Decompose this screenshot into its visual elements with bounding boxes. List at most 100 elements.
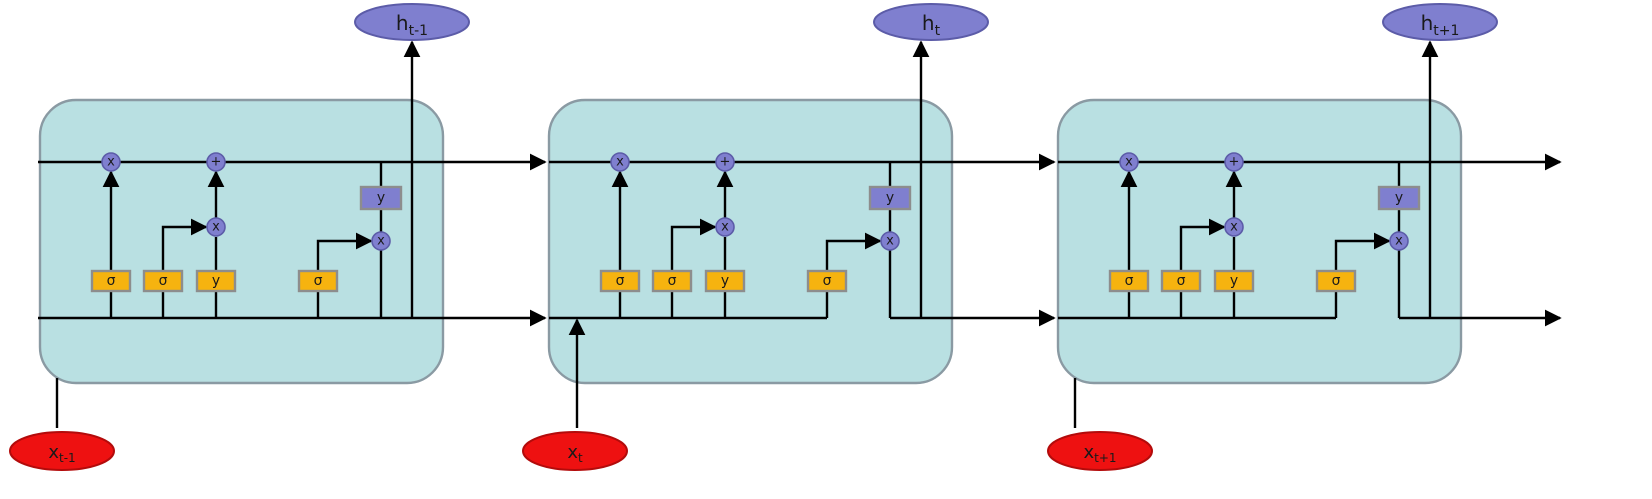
output-sigmoid-1-label: σ xyxy=(314,273,323,289)
output-node-1 xyxy=(354,3,470,41)
input-multiply-2: x xyxy=(715,217,735,237)
output-multiply-1-label: x xyxy=(377,234,385,249)
output-label-3-subscript: t+1 xyxy=(1433,23,1459,39)
input-sigmoid-1-label: σ xyxy=(159,273,168,289)
forget-sigmoid-3-label: σ xyxy=(1125,273,1134,289)
output-sigmoid-2: σ xyxy=(806,269,848,293)
forget-multiply-3-circle xyxy=(1119,152,1139,172)
forget-multiply-2-circle xyxy=(610,152,630,172)
input-gate-path-3 xyxy=(1179,218,1226,271)
output-sigmoid-1-box xyxy=(297,269,339,293)
cell-add-3-circle xyxy=(1224,152,1244,172)
output-label-2: ht xyxy=(922,11,941,39)
forget-sigmoid-1-label: σ xyxy=(107,273,116,289)
output-label-1-base: h xyxy=(396,11,409,35)
forget-sigmoid-2-box xyxy=(599,269,641,293)
input-multiply-3-circle xyxy=(1224,217,1244,237)
cell-add-3: + xyxy=(1224,152,1244,172)
input-multiply-3: x xyxy=(1224,217,1244,237)
cell-tanh-1-box xyxy=(359,185,403,211)
output-gate-path-3 xyxy=(1334,232,1391,271)
output-label-2-subscript: t xyxy=(935,23,941,39)
input-multiply-1: x xyxy=(206,217,226,237)
input-sigmoid-2-box xyxy=(651,269,693,293)
cell-tanh-1: y xyxy=(359,185,403,211)
candidate-tanh-2-label: y xyxy=(721,273,729,289)
forget-sigmoid-1-box xyxy=(90,269,132,293)
forget-sigmoid-3-box xyxy=(1108,269,1150,293)
input-node-3 xyxy=(1047,431,1153,471)
output-sigmoid-2-label: σ xyxy=(823,273,832,289)
input-gate-path-1 xyxy=(161,218,208,271)
input-multiply-1-label: x xyxy=(212,220,220,235)
input-sigmoid-1-box xyxy=(142,269,184,293)
output-sigmoid-1: σ xyxy=(297,269,339,293)
cell-tanh-2: y xyxy=(868,185,912,211)
forget-sigmoid-3: σ xyxy=(1108,269,1150,293)
input-label-3-base: x xyxy=(1083,442,1094,463)
forget-multiply-1: x xyxy=(101,152,121,172)
forget-multiply-3: x xyxy=(1119,152,1139,172)
input-sigmoid-1: σ xyxy=(142,269,184,293)
input-label-2-subscript: t xyxy=(578,451,583,465)
input-label-1-subscript: t-1 xyxy=(59,451,76,465)
forget-multiply-2-label: x xyxy=(616,155,624,170)
input-label-1: xt-1 xyxy=(48,442,75,465)
candidate-tanh-3-box xyxy=(1213,269,1255,293)
cell-add-2-label: + xyxy=(720,155,731,170)
input-multiply-3-label: x xyxy=(1230,220,1238,235)
cell-tanh-1-label: y xyxy=(377,190,385,206)
candidate-tanh-1-label: y xyxy=(212,273,220,289)
lstm-cell-2 xyxy=(547,98,954,385)
input-label-2-base: x xyxy=(567,442,578,463)
cell-add-3-label: + xyxy=(1229,155,1240,170)
candidate-tanh-3: y xyxy=(1213,269,1255,293)
output-label-3: ht+1 xyxy=(1421,11,1460,39)
input-sigmoid-2: σ xyxy=(651,269,693,293)
cell-add-1: + xyxy=(206,152,226,172)
cell-add-1-label: + xyxy=(211,155,222,170)
forget-multiply-1-circle xyxy=(101,152,121,172)
forget-sigmoid-2: σ xyxy=(599,269,641,293)
output-multiply-1-circle xyxy=(371,231,391,251)
output-multiply-3: x xyxy=(1389,231,1409,251)
output-label-1-subscript: t-1 xyxy=(409,23,428,39)
input-multiply-2-circle xyxy=(715,217,735,237)
candidate-tanh-1-box xyxy=(195,269,237,293)
output-multiply-3-circle xyxy=(1389,231,1409,251)
cell-tanh-2-label: y xyxy=(886,190,894,206)
candidate-tanh-1: y xyxy=(195,269,237,293)
output-sigmoid-3-label: σ xyxy=(1332,273,1341,289)
input-label-3-subscript: t+1 xyxy=(1094,451,1116,465)
cell-tanh-3-label: y xyxy=(1395,190,1403,206)
forget-sigmoid-1: σ xyxy=(90,269,132,293)
output-label-2-base: h xyxy=(922,11,935,35)
output-multiply-2-label: x xyxy=(886,234,894,249)
forget-multiply-3-label: x xyxy=(1125,155,1133,170)
input-node-2 xyxy=(522,431,628,471)
output-multiply-2: x xyxy=(880,231,900,251)
input-multiply-1-circle xyxy=(206,217,226,237)
input-label-3: xt+1 xyxy=(1083,442,1116,465)
candidate-tanh-3-label: y xyxy=(1230,273,1238,289)
forget-multiply-2: x xyxy=(610,152,630,172)
lstm-cell-1 xyxy=(38,98,445,385)
output-label-1: ht-1 xyxy=(396,11,428,39)
input-sigmoid-3-box xyxy=(1160,269,1202,293)
output-sigmoid-3-box xyxy=(1315,269,1357,293)
input-sigmoid-3: σ xyxy=(1160,269,1202,293)
cell-tanh-2-box xyxy=(868,185,912,211)
output-multiply-1: x xyxy=(371,231,391,251)
cell-tanh-3-box xyxy=(1377,185,1421,211)
cell-add-2: + xyxy=(715,152,735,172)
output-label-3-base: h xyxy=(1421,11,1434,35)
candidate-tanh-2-box xyxy=(704,269,746,293)
forget-multiply-1-label: x xyxy=(107,155,115,170)
output-node-2 xyxy=(873,3,989,41)
output-multiply-2-circle xyxy=(880,231,900,251)
candidate-tanh-2: y xyxy=(704,269,746,293)
cell-tanh-3: y xyxy=(1377,185,1421,211)
output-sigmoid-2-box xyxy=(806,269,848,293)
output-multiply-3-label: x xyxy=(1395,234,1403,249)
